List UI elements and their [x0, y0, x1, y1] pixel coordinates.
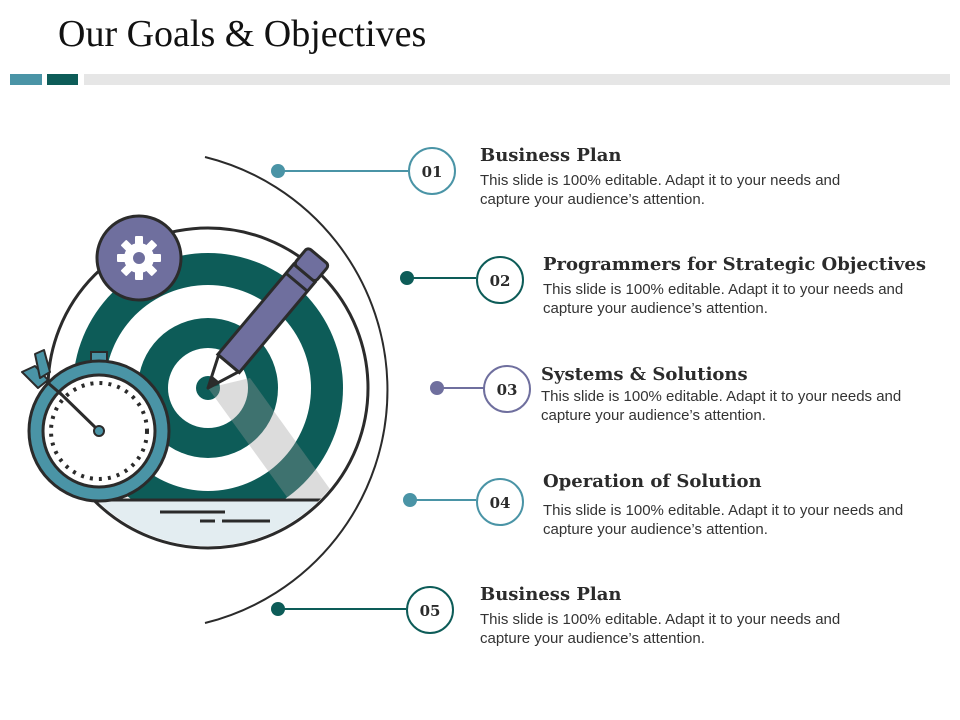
- item-description: This slide is 100% editable. Adapt it to…: [541, 388, 902, 424]
- item-02: Programmers for Strategic Objectives Thi…: [543, 254, 926, 318]
- connector-01: [271, 147, 456, 195]
- item-title: Systems & Solutions: [541, 364, 748, 385]
- connector-04: [403, 478, 524, 526]
- item-05: Business Plan This slide is 100% editabl…: [480, 584, 850, 648]
- number-05: 05: [420, 602, 441, 620]
- timeline-arc: [204, 156, 389, 624]
- item-title: Business Plan: [480, 584, 622, 605]
- connector-03: [430, 365, 531, 413]
- item-title: Programmers for Strategic Objectives: [543, 254, 926, 275]
- item-description: This slide is 100% editable. Adapt it to…: [543, 502, 904, 538]
- gear-icon: [95, 214, 183, 302]
- arrow-icon: [21, 349, 63, 397]
- item-title: Operation of Solution: [543, 471, 762, 492]
- connector-02: [400, 256, 524, 304]
- item-03: Systems & Solutions This slide is 100% e…: [541, 364, 911, 425]
- number-04: 04: [490, 494, 511, 512]
- stopwatch-icon: [27, 351, 171, 503]
- accent-bar-light: [10, 74, 42, 85]
- item-description: This slide is 100% editable. Adapt it to…: [480, 611, 841, 647]
- number-01: 01: [422, 163, 443, 181]
- item-04: Operation of Solution This slide is 100%…: [543, 471, 913, 539]
- item-01: Business Plan This slide is 100% editabl…: [480, 145, 850, 209]
- item-description: This slide is 100% editable. Adapt it to…: [543, 281, 904, 317]
- pencil-icon: [206, 247, 330, 390]
- item-description: This slide is 100% editable. Adapt it to…: [480, 172, 841, 208]
- number-02: 02: [490, 272, 511, 290]
- item-title: Business Plan: [480, 145, 622, 166]
- number-03: 03: [497, 381, 518, 399]
- divider-bar: [84, 74, 950, 85]
- accent-bar-dark: [47, 74, 78, 85]
- connector-05: [271, 586, 454, 634]
- page-title: Our Goals & Objectives: [58, 13, 427, 55]
